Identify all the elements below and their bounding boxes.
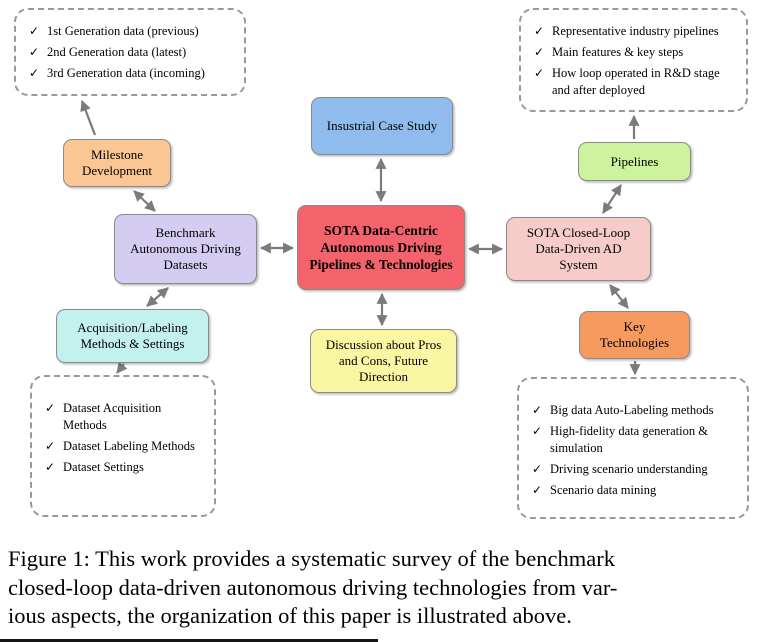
node-label: Discussion about Pros and Cons, Future D… <box>325 337 442 384</box>
check-icon: ✓ <box>532 483 543 497</box>
list-item: ✓ 2nd Generation data (latest) <box>29 44 236 61</box>
list-item: ✓ Dataset Acquisition Methods <box>45 400 206 434</box>
caption-line: ious aspects, the organization of this p… <box>8 603 572 628</box>
node-label: Acquisition/Labeling Methods & Settings <box>77 320 188 351</box>
list-item-label: Big data Auto-Labeling methods <box>550 403 714 417</box>
list-item-label: Representative industry pipelines <box>552 24 719 38</box>
node-benchmark-datasets: Benchmark Autonomous Driving Datasets <box>114 214 257 284</box>
node-discussion: Discussion about Pros and Cons, Future D… <box>310 329 457 393</box>
list-item: ✓ Big data Auto-Labeling methods <box>532 402 741 419</box>
list-item: ✓ Dataset Settings <box>45 459 206 476</box>
check-icon: ✓ <box>534 24 545 38</box>
list-item: ✓ High-fidelity data generation & simula… <box>532 423 741 457</box>
node-label: SOTA Closed-Loop Data-Driven AD System <box>526 225 631 272</box>
node-label: Milestone Development <box>81 147 153 178</box>
list-item-label: 1st Generation data (previous) <box>47 24 199 38</box>
list-item-label: Dataset Settings <box>63 460 144 474</box>
list-item-label: Driving scenario understanding <box>550 462 708 476</box>
node-central-topic: SOTA Data-Centric Autonomous Driving Pip… <box>297 205 465 290</box>
list-item: ✓ 3rd Generation data (incoming) <box>29 65 236 82</box>
check-icon: ✓ <box>29 66 40 80</box>
list-item: ✓ How loop operated in R&D stage and aft… <box>534 65 740 99</box>
check-icon: ✓ <box>29 45 40 59</box>
list-item-label: Main features & key steps <box>552 45 684 59</box>
check-icon: ✓ <box>534 66 545 80</box>
figure-diagram: ✓ 1st Generation data (previous) ✓ 2nd G… <box>14 8 749 519</box>
check-icon: ✓ <box>534 45 545 59</box>
check-icon: ✓ <box>45 439 56 453</box>
node-milestone-development: Milestone Development <box>63 139 171 187</box>
check-icon: ✓ <box>29 24 40 38</box>
detail-box-dataset-methods: ✓ Dataset Acquisition Methods ✓ Dataset … <box>30 375 216 517</box>
list-item-label: 2nd Generation data (latest) <box>47 45 187 59</box>
check-icon: ✓ <box>45 460 56 474</box>
list-item-label: Dataset Acquisition Methods <box>63 401 162 432</box>
node-label: SOTA Data-Centric Autonomous Driving Pip… <box>309 223 453 272</box>
list-item-label: Scenario data mining <box>550 483 657 497</box>
list-item-label: How loop operated in R&D stage and after… <box>552 66 720 97</box>
list-item: ✓ 1st Generation data (previous) <box>29 23 236 40</box>
caption-line: Figure 1: This work provides a systemati… <box>8 546 615 571</box>
detail-box-key-technologies: ✓ Big data Auto-Labeling methods ✓ High-… <box>517 377 749 519</box>
check-icon: ✓ <box>532 424 543 438</box>
detail-box-pipelines: ✓ Representative industry pipelines ✓ Ma… <box>519 8 748 112</box>
node-key-technologies: Key Technologies <box>579 311 690 359</box>
node-label: Benchmark Autonomous Driving Datasets <box>130 225 241 272</box>
list-item: ✓ Scenario data mining <box>532 482 741 499</box>
node-industrial-case-study: Insustrial Case Study <box>311 97 453 155</box>
list-item: ✓ Dataset Labeling Methods <box>45 438 206 455</box>
page-rule <box>0 639 378 642</box>
node-acquisition-labeling: Acquisition/Labeling Methods & Settings <box>56 309 209 363</box>
node-pipelines: Pipelines <box>578 142 691 181</box>
check-icon: ✓ <box>532 403 543 417</box>
check-icon: ✓ <box>45 401 56 415</box>
node-label: Pipelines <box>610 153 659 169</box>
figure-caption: Figure 1: This work provides a systemati… <box>8 545 752 631</box>
list-item-label: 3rd Generation data (incoming) <box>47 66 205 80</box>
list-item-label: High-fidelity data generation & simulati… <box>550 424 708 455</box>
list-item: ✓ Driving scenario understanding <box>532 461 741 478</box>
caption-line: closed-loop data-driven autonomous drivi… <box>8 574 618 600</box>
detail-box-generations: ✓ 1st Generation data (previous) ✓ 2nd G… <box>14 8 246 96</box>
node-closed-loop-ad-system: SOTA Closed-Loop Data-Driven AD System <box>506 217 651 281</box>
list-item: ✓ Representative industry pipelines <box>534 23 740 40</box>
list-item: ✓ Main features & key steps <box>534 44 740 61</box>
node-label: Key Technologies <box>599 319 670 350</box>
check-icon: ✓ <box>532 462 543 476</box>
list-item-label: Dataset Labeling Methods <box>63 439 195 453</box>
node-label: Insustrial Case Study <box>326 118 438 133</box>
